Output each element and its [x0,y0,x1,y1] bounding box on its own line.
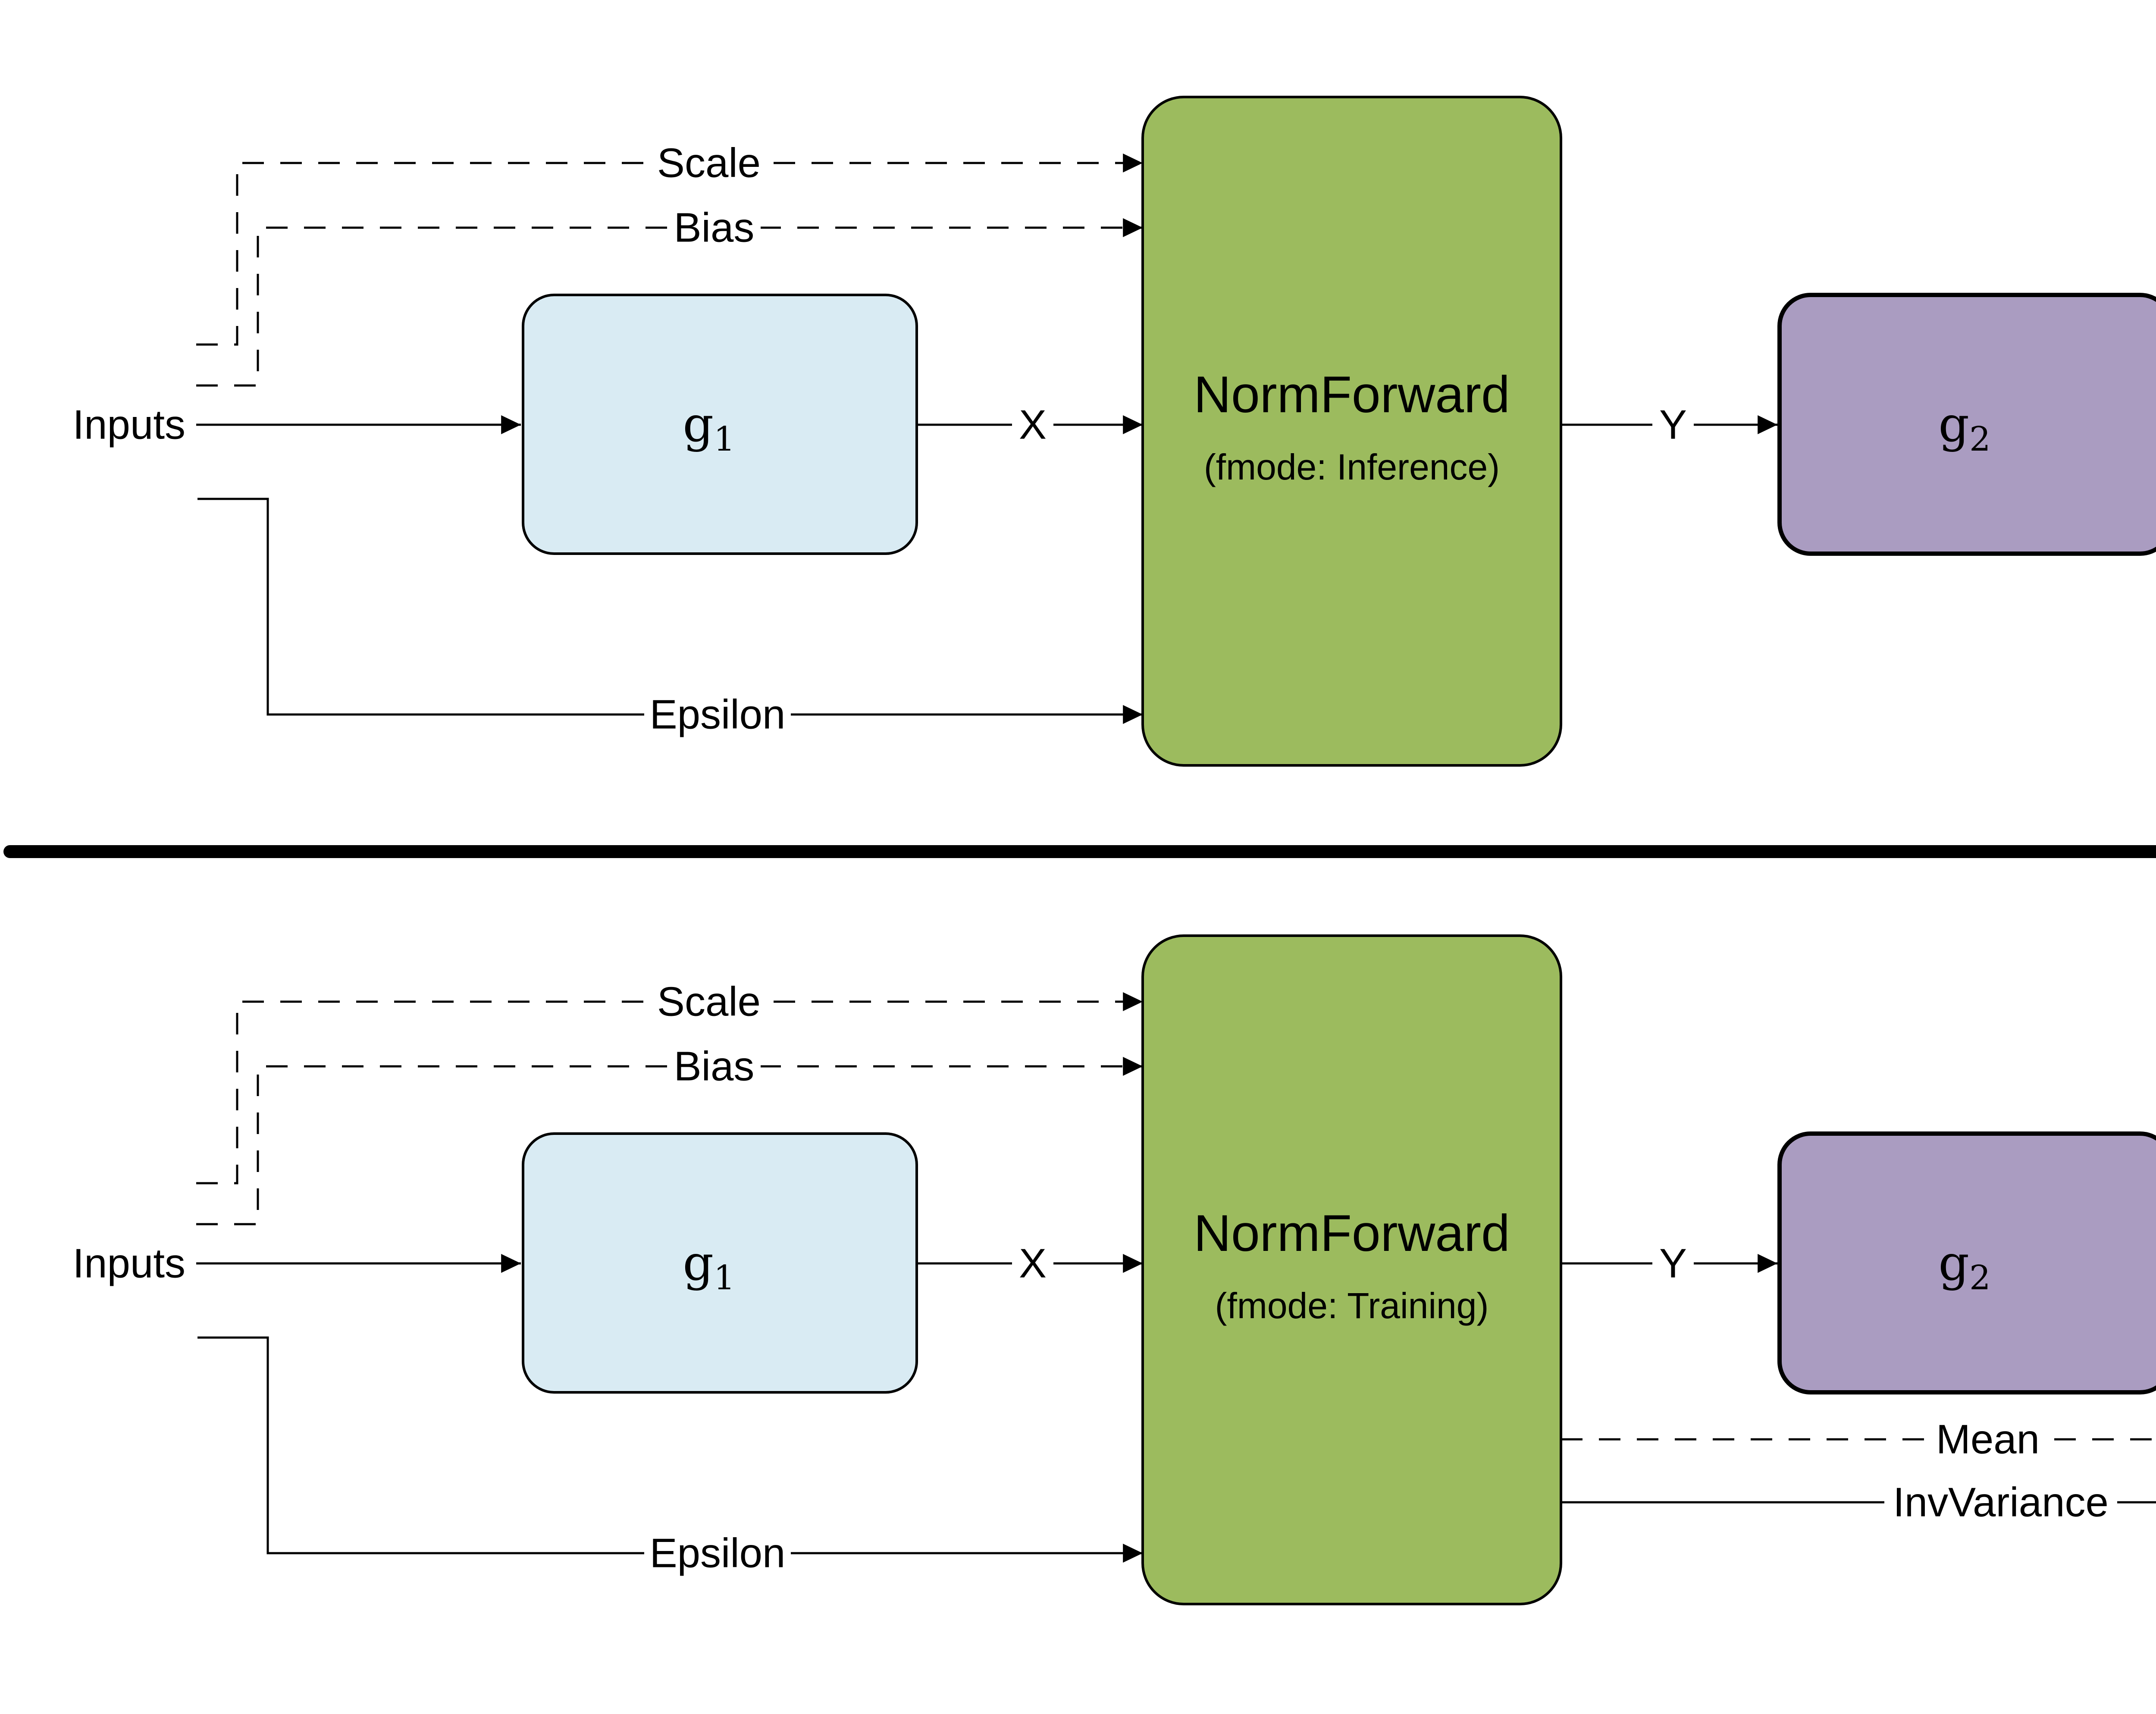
g2-label: g2 [1938,397,1990,459]
x-label: X [1019,1241,1047,1287]
normforward-training-subtitle: (fmode: Training) [1215,1285,1489,1326]
bias-label-bg [667,1046,761,1087]
scale-edge [196,154,1143,346]
g1-label: g1 [683,397,735,459]
epsilon-label-bg [644,1532,791,1574]
mean-label: Mean [1936,1416,2040,1463]
scale-label: Scale [657,140,761,186]
scale-label-bg [652,981,766,1022]
invvariance-label-bg [1884,1482,2117,1523]
g2-box [1777,293,2156,556]
normforward-inference-box [1141,96,1562,767]
inputs-label: Inputs [72,1241,185,1287]
inference-diagram: Inputs g1 NormForward (fmode: Inference)… [72,96,2156,767]
x-label-bg [1012,404,1053,445]
x-label: X [1019,402,1047,448]
separator-line [3,845,2156,858]
g1-box [522,1132,918,1394]
inputs-label: Inputs [72,402,185,448]
scale-label-bg [652,142,766,184]
y-label-bg [1652,404,1694,445]
y-label: Y [1659,1241,1687,1287]
epsilon-label: Epsilon [650,692,786,738]
g1-label: g1 [683,1235,735,1297]
scale-label: Scale [657,979,761,1025]
training-diagram: Inputs g1 NormForward (fmode: Training) … [72,934,2156,1605]
epsilon-label-bg [644,694,791,735]
normforward-inference-subtitle: (fmode: Inference) [1204,447,1500,487]
g2-box [1777,1131,2156,1394]
y-label-bg [1652,1243,1694,1284]
bias-label: Bias [674,1043,755,1090]
epsilon-label: Epsilon [650,1530,786,1576]
normforward-training-box [1141,934,1562,1605]
scale-edge [196,992,1143,1184]
y-label: Y [1659,402,1687,448]
normforward-training-title: NormForward [1194,1204,1510,1262]
bias-label-bg [667,207,761,248]
bias-label: Bias [674,205,755,251]
x-label-bg [1012,1243,1053,1284]
mean-label-bg [1927,1419,2049,1460]
g1-box [522,294,918,555]
g2-label: g2 [1938,1235,1990,1297]
normforward-inference-title: NormForward [1194,366,1510,423]
invvariance-label: InvVariance [1893,1479,2109,1526]
